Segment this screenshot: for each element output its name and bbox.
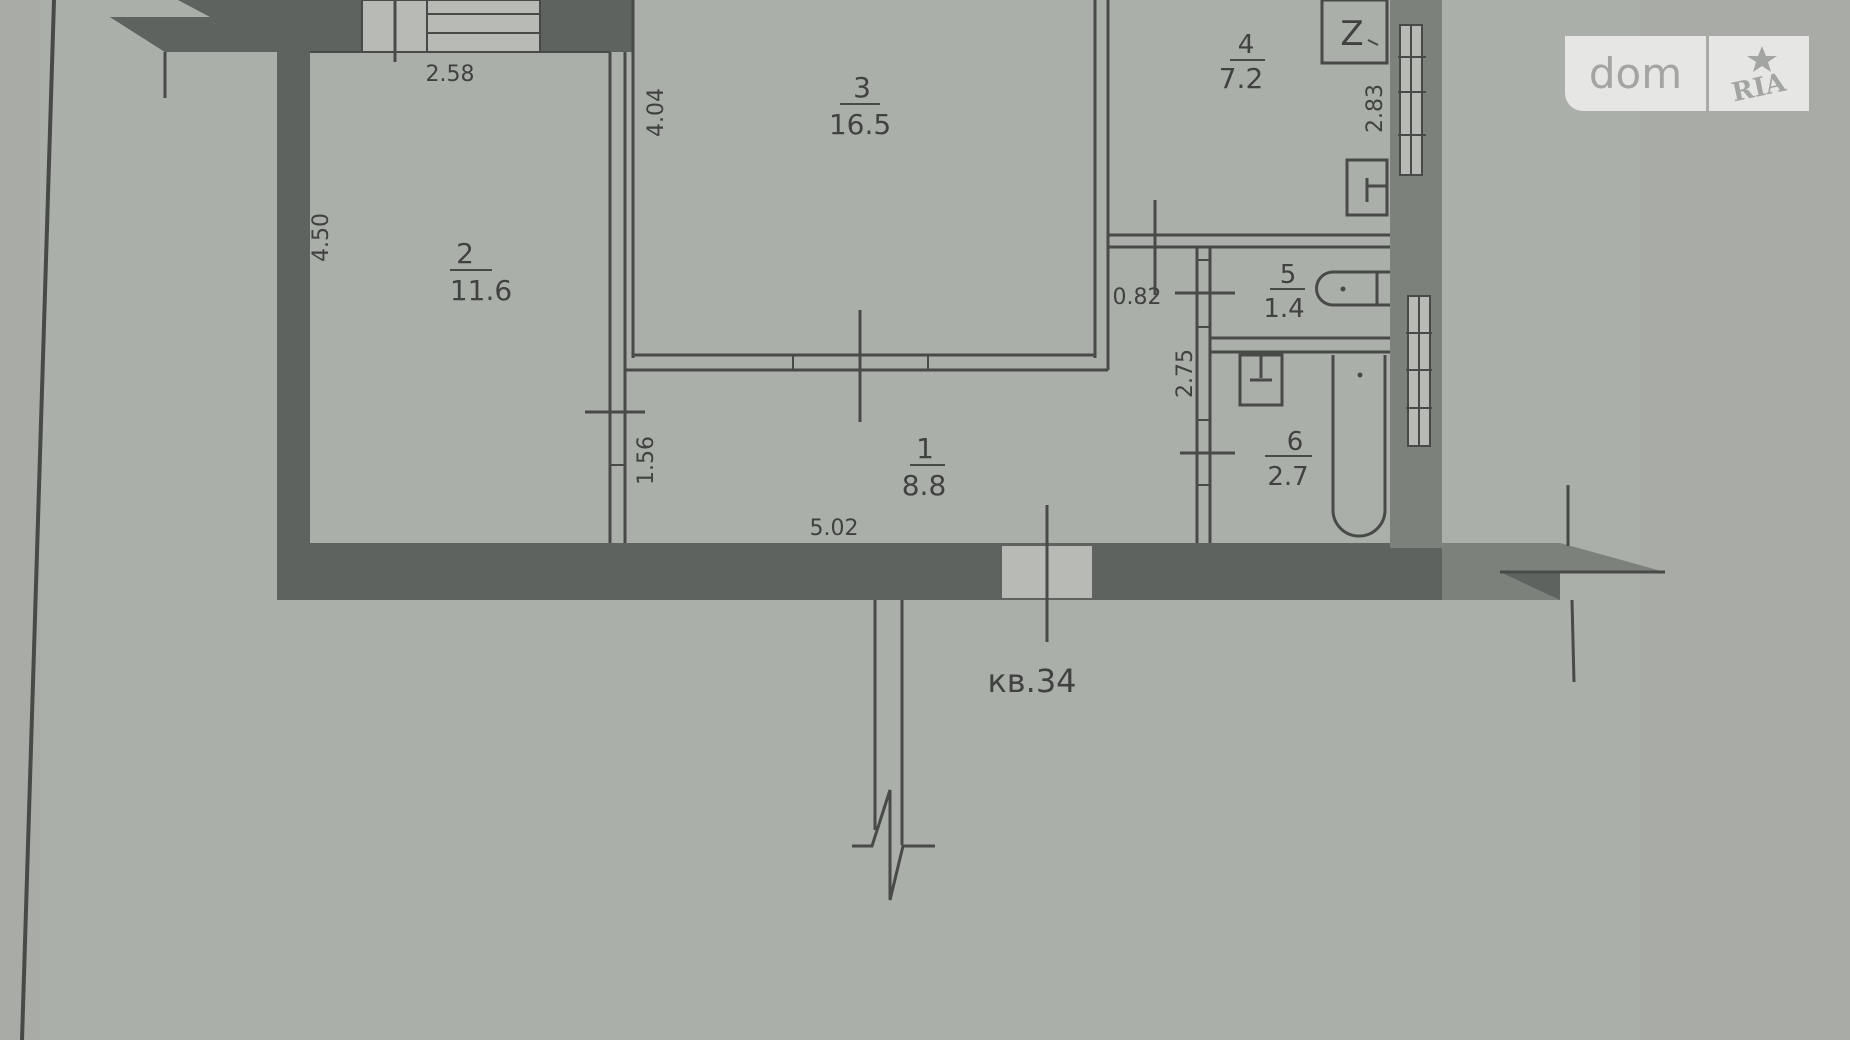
dim-room4-side: 2.83 (1363, 84, 1388, 133)
svg-text:3: 3 (853, 71, 871, 104)
svg-text:2: 2 (456, 237, 474, 270)
room-label-2: 2 11.6 (450, 237, 512, 307)
room-label-3: 3 16.5 (829, 71, 891, 141)
dim-hall-bottom: 5.02 (810, 516, 859, 541)
dim-room2-top: 2.58 (426, 62, 475, 87)
dim-room2-side: 4.50 (309, 213, 334, 262)
page-border-line (20, 0, 56, 1040)
room-label-1: 1 8.8 (902, 432, 947, 502)
svg-text:1: 1 (916, 432, 934, 465)
svg-text:16.5: 16.5 (829, 108, 891, 141)
dim-bath-length: 2.75 (1173, 349, 1198, 398)
stove-symbol: Z (1340, 14, 1363, 54)
svg-text:11.6: 11.6 (450, 274, 512, 307)
room-label-5: 5 1.4 (1263, 260, 1305, 324)
svg-text:6: 6 (1287, 427, 1304, 457)
toilet-icon (1315, 270, 1390, 307)
svg-text:8.8: 8.8 (902, 469, 947, 502)
bottom-wall (277, 543, 1560, 600)
left-wall (277, 48, 310, 600)
watermark-ria: RIA (1709, 36, 1809, 111)
svg-text:5: 5 (1280, 260, 1297, 290)
dim-hall-side: 1.56 (634, 436, 659, 485)
break-symbol (852, 789, 935, 901)
star-icon: RIA (1729, 45, 1789, 104)
domria-watermark: dom RIA (1565, 36, 1809, 111)
dim-bath-width: 0.82 (1113, 285, 1162, 310)
right-window-lower (1406, 295, 1432, 447)
svg-text:2.7: 2.7 (1267, 462, 1308, 492)
room-label-4: 4 7.2 (1219, 30, 1265, 95)
watermark-divider (1706, 36, 1709, 111)
bathtub-icon (1331, 355, 1387, 538)
wall-end-tick (1570, 599, 1576, 683)
svg-text:1.4: 1.4 (1263, 294, 1304, 324)
svg-text:7.2: 7.2 (1219, 62, 1264, 95)
right-window-upper (1398, 24, 1426, 176)
room-label-6: 6 2.7 (1265, 427, 1312, 492)
stove-icon (1320, 0, 1389, 65)
top-window (361, 0, 541, 53)
svg-text:RIA: RIA (1729, 67, 1789, 103)
svg-text:4: 4 (1238, 30, 1255, 60)
top-wall-break (110, 17, 220, 52)
watermark-dom-text: dom (1565, 36, 1706, 111)
apartment-label: кв.34 (987, 662, 1076, 700)
dim-room3-side: 4.04 (644, 88, 669, 137)
